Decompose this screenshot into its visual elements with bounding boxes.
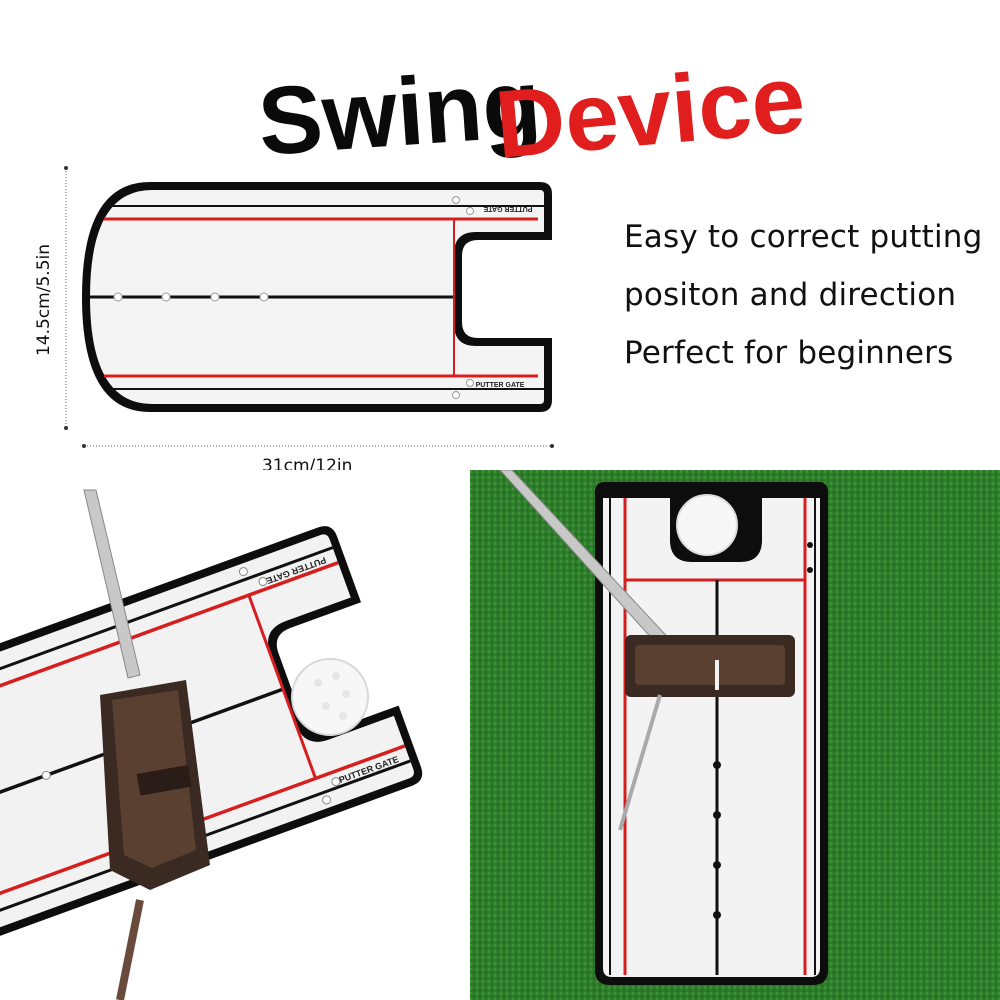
feature-line-1: Easy to correct putting	[624, 219, 983, 255]
feature-line-3: Perfect for beginners	[624, 335, 954, 371]
dimension-lines	[64, 166, 554, 448]
height-dimension-label: 14.5cm/5.5in	[34, 243, 54, 357]
golf-ball-icon	[676, 494, 738, 556]
putting-mirror-diagram: PUTTER GATE PUTTER GATE	[64, 166, 554, 448]
mirror-board	[595, 482, 828, 985]
gate-label-bottom: PUTTER GATE	[476, 382, 525, 389]
title-word-swing: Swing	[255, 50, 544, 176]
putter-on-mirror-photo: PUTTER GATE PUTTER GATE	[0, 470, 470, 1000]
putter-on-green-photo	[470, 470, 1000, 1000]
gate-label-top: PUTTER GATE	[483, 205, 532, 212]
putter-icon	[499, 470, 795, 831]
golf-ball-icon	[291, 658, 369, 736]
feature-line-2: positon and direction	[624, 277, 957, 313]
page-title: Swing Device	[0, 0, 1000, 190]
mirror-frame	[82, 182, 552, 412]
putter-icon	[83, 489, 210, 1000]
